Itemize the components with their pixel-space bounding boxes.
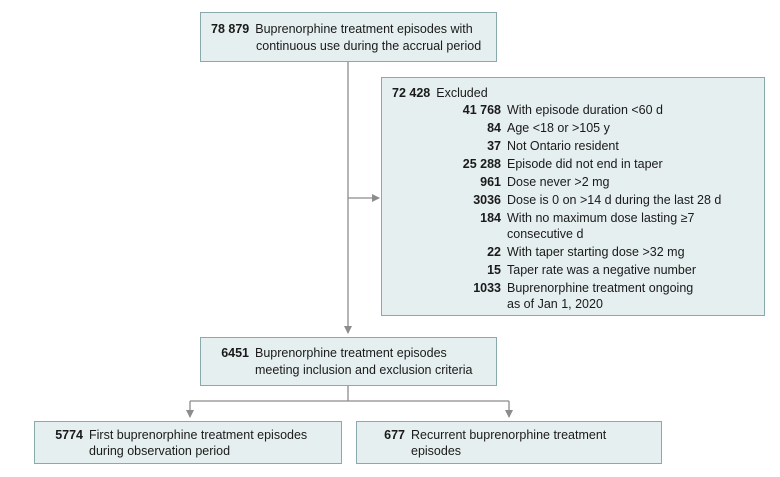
exclusion-reason-2: 84 Age <18 or >105 y xyxy=(382,120,610,136)
exclusion-reason-9: 15 Taper rate was a negative number xyxy=(382,262,696,278)
exclusion-reason-7-continued: consecutive d xyxy=(507,226,583,242)
exclusion-reason-label-continued: consecutive d xyxy=(507,227,584,241)
exclusion-reason-count: 84 xyxy=(487,121,501,135)
exclusion-reason-count: 22 xyxy=(487,245,501,259)
exclusion-reason-count: 961 xyxy=(480,175,501,189)
exclusion-reason-3: 37 Not Ontario resident xyxy=(382,138,619,154)
exclusion-reason-label: Dose never >2 mg xyxy=(507,175,610,189)
exclusion-reason-label: With taper starting dose >32 mg xyxy=(507,245,685,259)
exclusion-reason-count: 37 xyxy=(487,139,501,153)
bottom-right-box: 677 Recurrent buprenorphine treatment ep… xyxy=(356,421,662,464)
middle-text-line2: meeting inclusion and exclusion criteria xyxy=(255,363,473,377)
exclusion-reason-count: 3036 xyxy=(473,193,501,207)
top-text-line1: Buprenorphine treatment episodes with xyxy=(255,22,473,36)
bottom-right-text-line2: episodes xyxy=(411,444,462,458)
exclusion-reason-label: With no maximum dose lasting ≥7 xyxy=(507,211,695,225)
exclusion-reason-7: 184 With no maximum dose lasting ≥7 xyxy=(382,210,695,226)
exclusion-reason-10-continued: as of Jan 1, 2020 xyxy=(507,296,603,312)
exclusion-reason-count: 15 xyxy=(487,263,501,277)
bottom-left-text-line1: First buprenorphine treatment episodes xyxy=(89,428,308,442)
exclusion-reason-10: 1033 Buprenorphine treatment ongoing xyxy=(382,280,693,296)
excluded-box: 72 428 Excluded 41 768 With episode durat… xyxy=(381,77,765,316)
exclusion-reason-6: 3036 Dose is 0 on >14 d during the last 2… xyxy=(382,192,721,208)
exclusion-reason-1: 41 768 With episode duration <60 d xyxy=(382,102,663,118)
excluded-label: Excluded xyxy=(436,86,488,100)
exclusion-reason-label: Taper rate was a negative number xyxy=(507,263,696,277)
top-count: 78 879 xyxy=(211,22,250,36)
exclusion-reason-label: Age <18 or >105 y xyxy=(507,121,610,135)
bottom-left-box: 5774 First buprenorphine treatment episo… xyxy=(34,421,342,464)
exclusion-reason-8: 22 With taper starting dose >32 mg xyxy=(382,244,685,260)
exclusion-reason-label: Dose is 0 on >14 d during the last 28 d xyxy=(507,193,722,207)
bottom-left-count: 5774 xyxy=(55,428,83,442)
excluded-count: 72 428 xyxy=(392,86,431,100)
exclusion-reason-label: Not Ontario resident xyxy=(507,139,619,153)
middle-count: 6451 xyxy=(221,346,249,360)
exclusion-reason-5: 961 Dose never >2 mg xyxy=(382,174,609,190)
exclusion-reason-count: 41 768 xyxy=(462,103,501,117)
exclusion-reason-label: Buprenorphine treatment ongoing xyxy=(507,281,694,295)
bottom-right-text-line1: Recurrent buprenorphine treatment xyxy=(411,428,607,442)
exclusion-reason-count: 1033 xyxy=(473,281,501,295)
bottom-right-count: 677 xyxy=(384,428,405,442)
bottom-left-text-line2: during observation period xyxy=(89,444,231,458)
top-box: 78 879 Buprenorphine treatment episodes … xyxy=(200,12,497,62)
exclusion-reason-label-continued: as of Jan 1, 2020 xyxy=(507,297,603,311)
exclusion-reason-label: Episode did not end in taper xyxy=(507,157,663,171)
exclusion-reason-4: 25 288 Episode did not end in taper xyxy=(382,156,663,172)
middle-box: 6451 Buprenorphine treatment episodes me… xyxy=(200,337,497,386)
top-text-line2: continuous use during the accrual period xyxy=(256,39,482,53)
exclusion-reason-label: With episode duration <60 d xyxy=(507,103,664,117)
exclusion-reason-count: 25 288 xyxy=(462,157,501,171)
middle-text-line1: Buprenorphine treatment episodes xyxy=(255,346,447,360)
exclusion-reason-count: 184 xyxy=(480,211,501,225)
